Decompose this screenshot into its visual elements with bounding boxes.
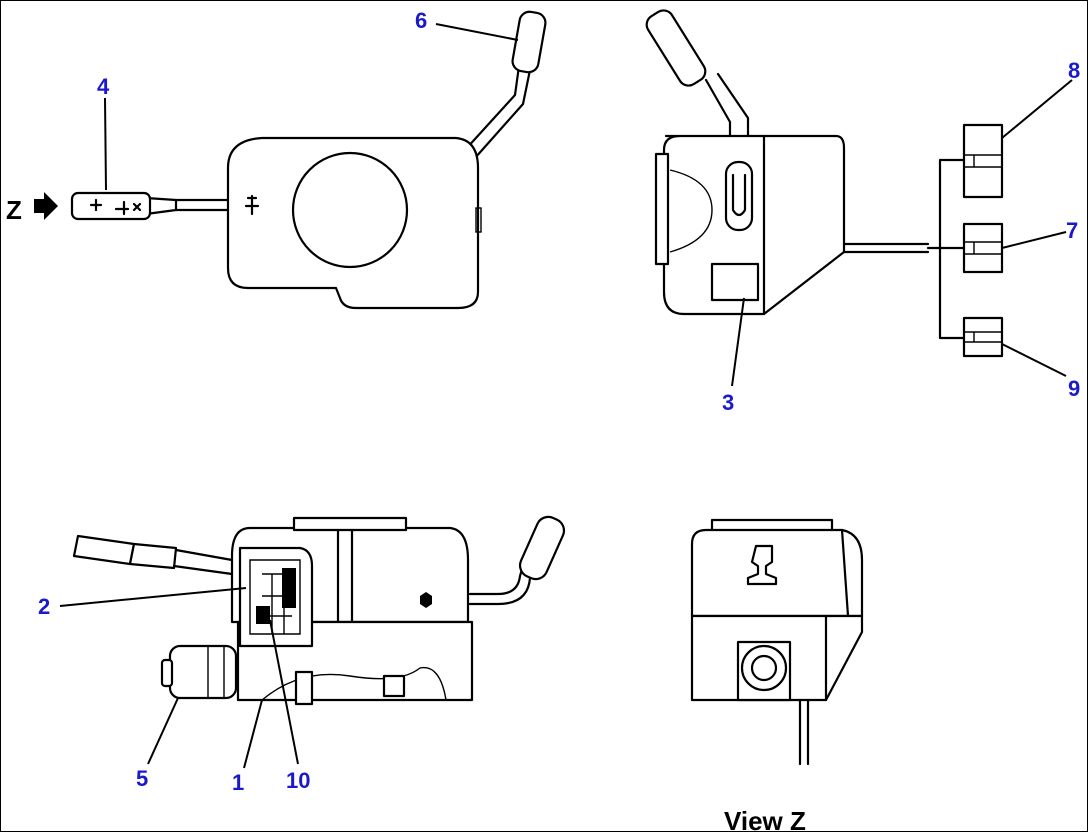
rear-stalk-handle bbox=[72, 534, 136, 566]
viewz-housing-top bbox=[690, 528, 864, 618]
view-z-caption: View Z bbox=[724, 806, 806, 834]
lever-in-slot bbox=[731, 173, 747, 217]
lever-knob-side bbox=[645, 9, 707, 87]
leader-7 bbox=[1001, 231, 1067, 249]
callout-7: 7 bbox=[1066, 218, 1078, 243]
side-view bbox=[645, 9, 1004, 358]
leader-lines bbox=[59, 23, 1073, 769]
module-10-block-2 bbox=[256, 606, 270, 624]
rear-clip bbox=[382, 674, 406, 698]
dial-profile bbox=[669, 169, 713, 253]
connector-9-detail bbox=[964, 331, 1002, 343]
callout-1: 1 bbox=[232, 770, 244, 795]
housing-mark bbox=[244, 194, 260, 216]
harness-branch bbox=[938, 158, 968, 340]
lever-6-stalk-edge bbox=[473, 68, 532, 160]
view-direction-arrow-icon bbox=[34, 192, 58, 220]
callout-6: 6 bbox=[415, 8, 427, 33]
stalk-4-handle bbox=[70, 191, 152, 221]
leader-10 bbox=[269, 619, 299, 765]
callout-5: 5 bbox=[136, 766, 148, 791]
rear-stalk-mid bbox=[128, 542, 178, 570]
viewz-cylinder-inner bbox=[750, 654, 778, 682]
callout-2: 2 bbox=[38, 594, 50, 619]
rear-view bbox=[72, 515, 566, 706]
stalk-4-rod bbox=[174, 198, 230, 212]
rear-bolt-icon bbox=[420, 592, 432, 608]
label-3-patch bbox=[710, 262, 760, 302]
callout-3: 3 bbox=[722, 390, 734, 415]
front-view: Z bbox=[6, 10, 547, 310]
wire-harness bbox=[842, 242, 942, 254]
module-10-block bbox=[282, 568, 296, 608]
callout-10: 10 bbox=[286, 768, 310, 793]
viewz-lever-stub-icon bbox=[746, 544, 778, 586]
connector-9 bbox=[962, 316, 1004, 358]
callout-8: 8 bbox=[1068, 58, 1080, 83]
connector-7 bbox=[962, 222, 1004, 274]
rear-stalk-rod bbox=[172, 548, 234, 576]
switch-dial bbox=[291, 151, 409, 269]
rear-cylinder-5 bbox=[168, 644, 238, 700]
rear-housing-rib bbox=[336, 528, 354, 624]
leader-6 bbox=[435, 23, 519, 41]
leader-1 bbox=[243, 699, 263, 769]
lever-slot bbox=[724, 160, 754, 232]
view-z bbox=[690, 518, 864, 766]
lever-6-stalk bbox=[463, 64, 521, 152]
module-10-detail bbox=[249, 559, 301, 635]
view-z-marker: Z bbox=[6, 195, 22, 225]
rear-lever-knob bbox=[518, 515, 566, 581]
leader-9 bbox=[1001, 343, 1067, 377]
switch-housing-side bbox=[662, 134, 846, 316]
stalk-4-symbols bbox=[89, 198, 142, 216]
leader-2 bbox=[59, 587, 247, 607]
connector-7-detail bbox=[964, 241, 1002, 255]
side-tab bbox=[475, 207, 482, 233]
lever-6-knob bbox=[511, 10, 547, 74]
viewz-edge bbox=[840, 528, 850, 618]
leader-3 bbox=[731, 297, 745, 387]
leader-4 bbox=[104, 97, 107, 191]
connector-8-detail bbox=[964, 154, 1002, 168]
rear-cylinder-bands bbox=[207, 646, 225, 698]
rear-housing-cap bbox=[292, 516, 408, 532]
internal-module-10 bbox=[238, 546, 314, 648]
callout-4: 4 bbox=[97, 74, 110, 99]
rear-screw bbox=[294, 670, 314, 706]
leader-5 bbox=[147, 697, 179, 765]
rear-cylinder-cap bbox=[160, 658, 174, 688]
viewz-wire bbox=[798, 698, 810, 766]
callout-9: 9 bbox=[1068, 376, 1080, 401]
leader-8 bbox=[1001, 79, 1073, 139]
front-plate-side bbox=[654, 152, 670, 266]
connector-8 bbox=[962, 123, 1004, 199]
callout-labels: 4 6 8 7 9 3 2 5 1 10 bbox=[38, 8, 1080, 795]
